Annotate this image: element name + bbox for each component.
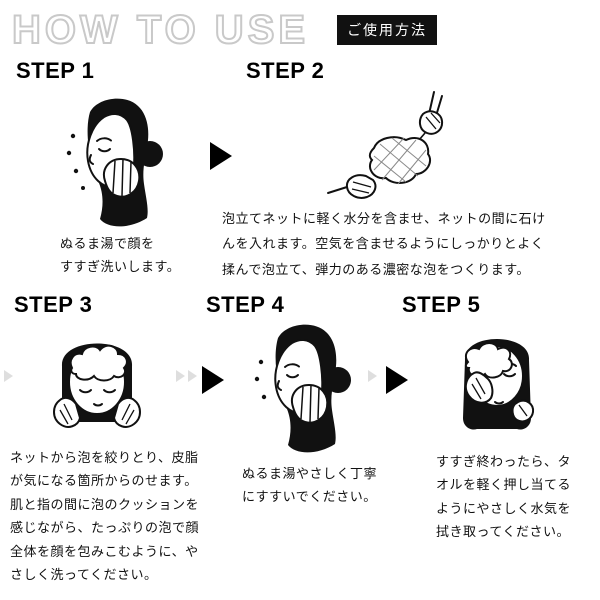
page-title: HOW TO USE [11,7,310,53]
step-1-label: STEP 1 [16,58,95,83]
arrow-right-icon [210,142,232,170]
step-2-foaming-net-illustration [322,90,462,200]
header: HOW TO USE ご使用方法 [11,7,438,53]
step-3-label: STEP 3 [14,292,93,317]
arrow-right-icon [202,366,224,394]
chevron-right-icon [4,370,13,382]
step-4-rinsing-face-illustration [246,318,351,458]
step-5-caption: すすぎ終わったら、タ オルを軽く押し当てる ようにやさしく水気を 拭き取ってくだ… [436,454,572,540]
usage-method-badge: ご使用方法 [337,15,438,45]
step-1-rinsing-face-illustration [58,92,163,232]
step-5-towel-dry-illustration [432,320,562,435]
step-5-label: STEP 5 [402,292,481,317]
step-4-caption: ぬるま湯やさしく丁寧 にすすいでください。 [242,466,378,505]
chevron-right-icon [176,370,185,382]
chevron-right-icon [188,370,197,382]
step-3-caption: ネットから泡を絞りとり、皮脂 が気になる箇所からのせます。 肌と指の間に泡のクッ… [10,450,200,582]
step-1-caption: ぬるま湯で顔を すすぎ洗いします。 [60,236,181,275]
step-4-label: STEP 4 [206,292,285,317]
chevron-right-icon [368,370,377,382]
step-2-label: STEP 2 [246,58,325,83]
arrow-right-icon [386,366,408,394]
step-3-foam-on-face-illustration [32,322,162,437]
step-2-caption: 泡立てネットに軽く水分を含ませ、ネットの間に石け んを入れます。空気を含ませるよ… [222,211,546,277]
